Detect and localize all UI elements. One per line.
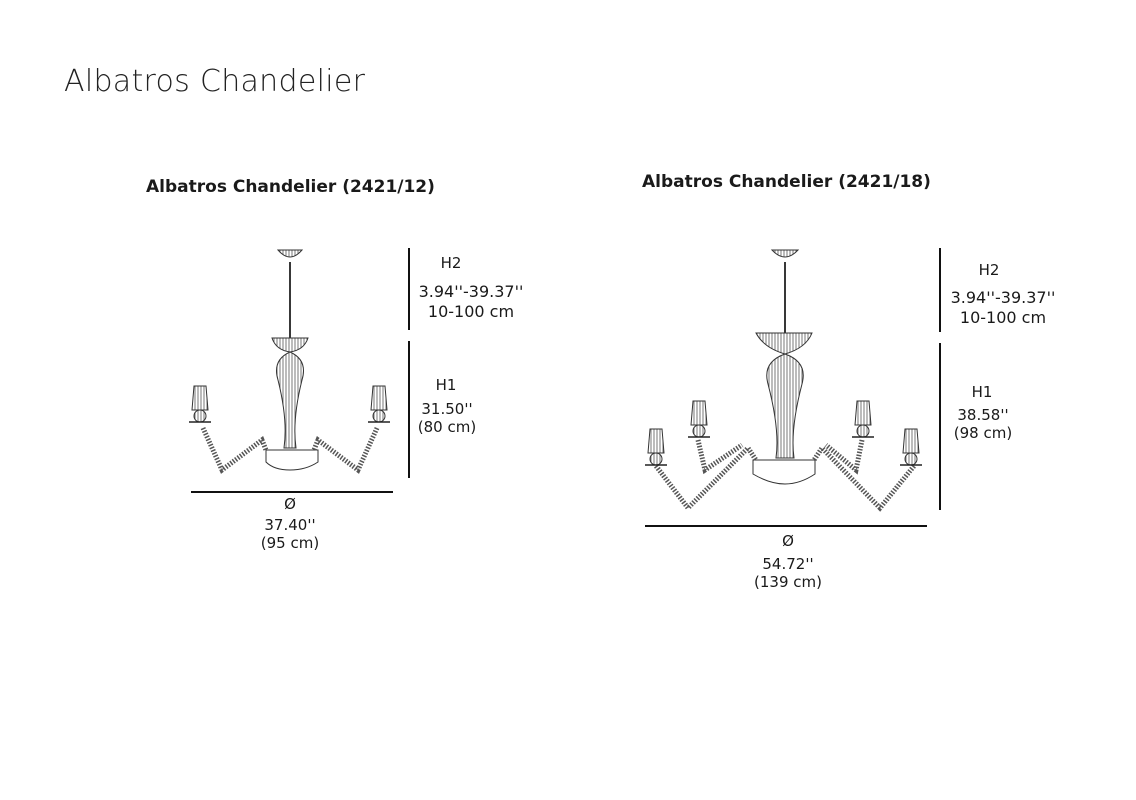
chandelier-2421-12-drawing: [188, 248, 410, 493]
h2-label: H2: [978, 261, 1000, 279]
h1-label: H1: [435, 376, 457, 394]
page-title: Albatros Chandelier: [64, 64, 366, 99]
chandelier-2421-18-drawing: [644, 248, 941, 527]
model-title: Albatros Chandelier (2421/12): [146, 177, 435, 197]
h2-inches: 3.94''-39.37'': [418, 282, 524, 301]
diameter-inches: 54.72'': [762, 555, 814, 573]
h1-cm: (80 cm): [417, 418, 477, 436]
h2-inches: 3.94''-39.37'': [950, 288, 1056, 307]
h2-cm: 10-100 cm: [427, 302, 515, 321]
diameter-inches: 37.40'': [264, 516, 316, 534]
diameter-cm: (139 cm): [754, 573, 822, 591]
h1-inches: 38.58'': [957, 406, 1009, 424]
h1-cm: (98 cm): [953, 424, 1013, 442]
diameter-symbol: Ø: [284, 495, 296, 513]
h2-label: H2: [440, 254, 462, 272]
diameter-symbol: Ø: [782, 532, 794, 550]
h1-label: H1: [971, 383, 993, 401]
diameter-cm: (95 cm): [260, 534, 320, 552]
model-title: Albatros Chandelier (2421/18): [642, 172, 931, 192]
h2-cm: 10-100 cm: [959, 308, 1047, 327]
h1-inches: 31.50'': [421, 400, 473, 418]
